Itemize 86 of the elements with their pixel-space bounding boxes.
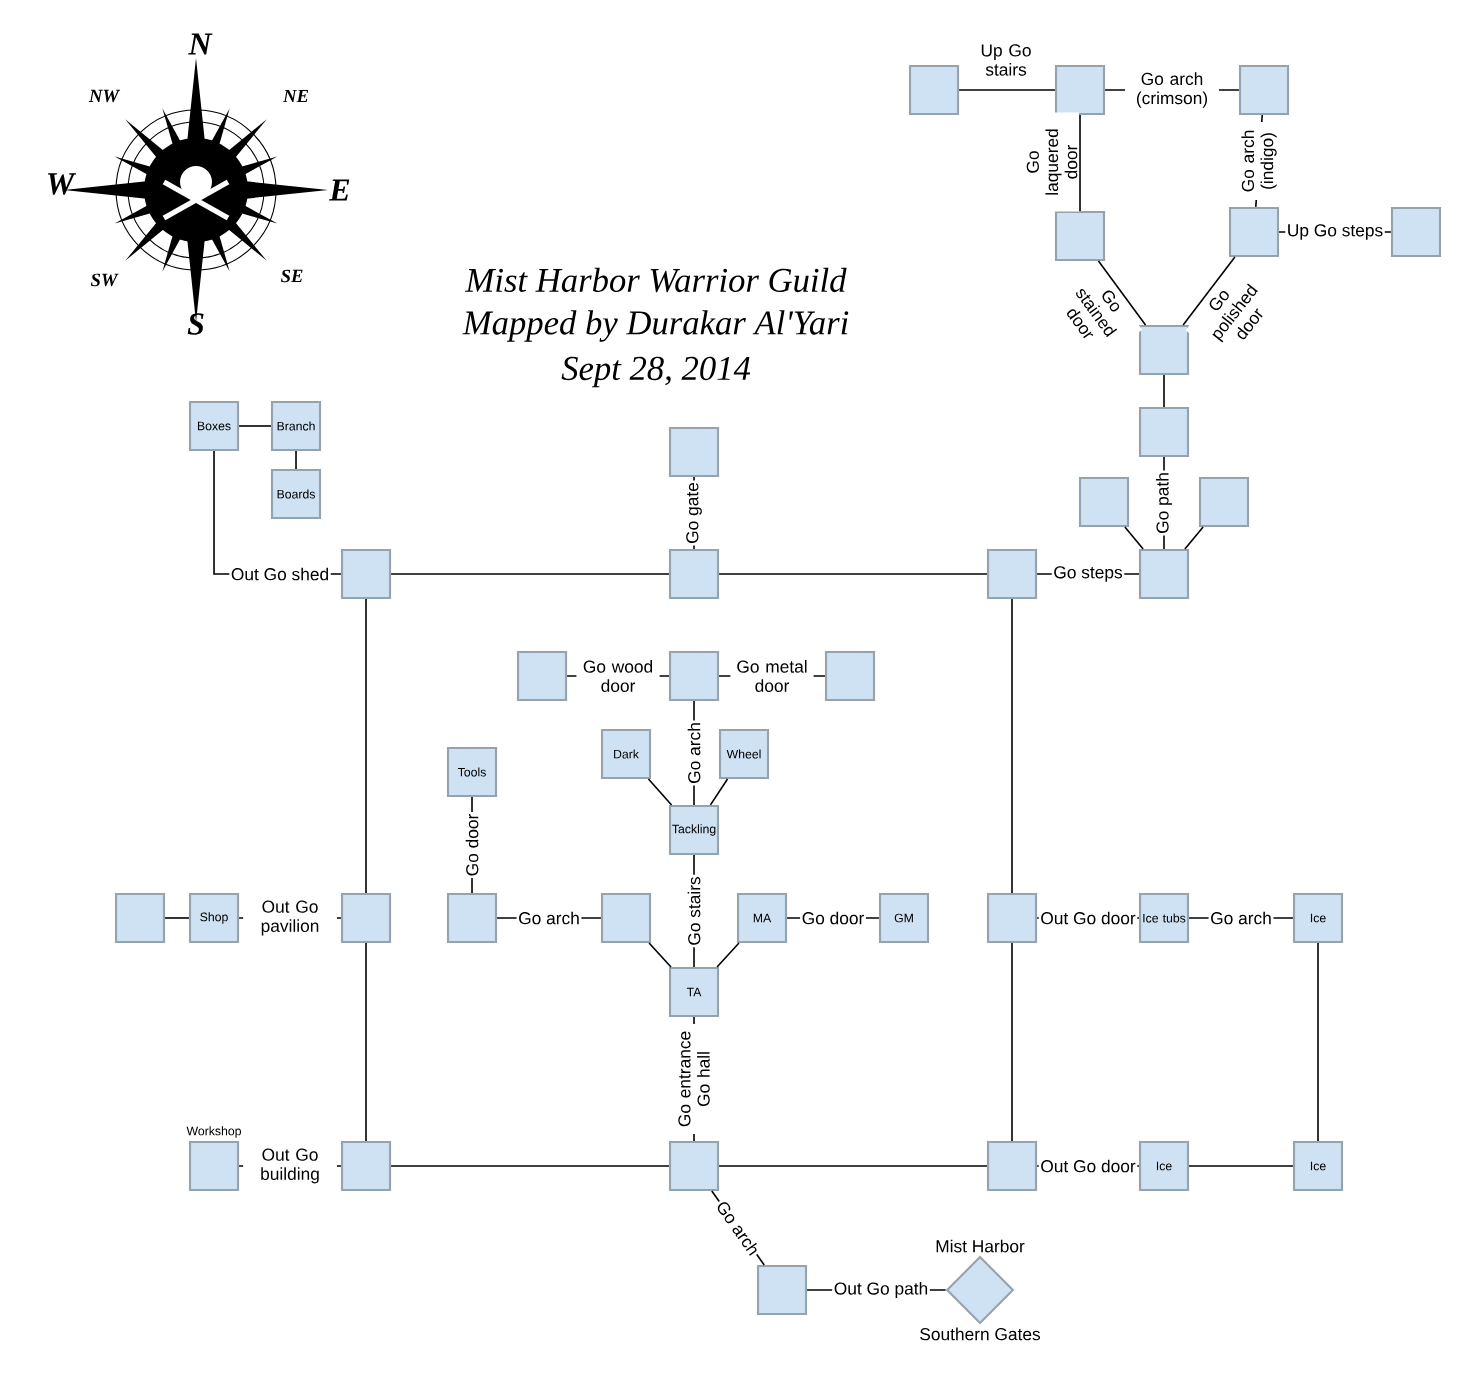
passage-line [958,89,1056,91]
edge-label: Out Go building [243,1146,337,1186]
room-box [668,548,720,600]
room-box [986,892,1038,944]
passage-line [1163,374,1165,408]
compass-letter: SW [90,273,119,287]
node-label: Mist Harbor [936,1239,1025,1253]
compass-letter: N [188,33,213,55]
passage-line [390,573,670,575]
room-box [1054,210,1106,262]
edge-label: Go path [1154,470,1174,536]
room-box [1054,64,1106,116]
room-box [340,1140,392,1192]
edge-label: Go steps [1051,564,1125,584]
passage-line [295,450,297,470]
room-box [114,892,166,944]
edge-label: Go arch (crimson) [1125,70,1219,110]
room-box [340,548,392,600]
room-box [986,548,1038,600]
room-box [516,650,568,702]
room-box [600,892,652,944]
room-box [1138,548,1190,600]
passage-line [647,778,673,806]
room-box [1238,64,1290,116]
compass-letter: SE [280,269,303,283]
passage-line [1079,114,1081,212]
compass-letter: NE [282,89,309,103]
passage-line [238,425,272,427]
passage-line [709,778,729,806]
room-box [1228,206,1280,258]
edge-label: Go arch [516,910,582,926]
room-box [1078,476,1130,528]
edge-label: Up Go steps [1285,222,1385,242]
passage-line [365,598,367,894]
node-label: Southern Gates [920,1327,1041,1341]
edge-label: Up Go stairs [964,42,1048,78]
edge-label: Go arch (indigo) [1239,122,1279,200]
map-date: Sept 28, 2014 [561,356,751,388]
room-box [1390,206,1442,258]
room-box [1138,324,1190,376]
edge-label: Go arch [686,720,702,786]
room-box [668,650,720,702]
room-box [446,892,498,944]
edge-label: Go metal door [730,658,814,694]
passage-line [1011,942,1013,1142]
compass-letter: W [48,173,77,195]
edge-label: Out Go door [1038,1158,1138,1174]
compass-letter: E [329,179,350,201]
passage-line [164,917,190,919]
room-box [908,64,960,116]
edge-label: Go wood door [576,658,660,694]
passage-line [1188,1165,1294,1167]
passage-line [1124,526,1144,550]
passage-line [1184,526,1204,550]
room-box [986,1140,1038,1192]
edge-label: Go stairs [686,874,702,948]
passage-line [718,573,988,575]
room-box [824,650,876,702]
room-box [340,892,392,944]
edge-label: Go laquered door [1025,112,1079,212]
passage-line [1097,260,1147,326]
map-title: Mist Harbor Warrior Guild [465,267,847,293]
compass-letter: NW [88,89,121,103]
passage-line [718,1165,988,1167]
edge-label: Out Go shed [229,566,331,582]
edge-label: Go entrance Go hall [676,1024,712,1134]
passage-line [1317,942,1319,1142]
passage-line [648,942,672,968]
passage-line [365,942,367,1142]
room-box [1138,406,1190,458]
edge-label: Go door [464,812,480,878]
edge-label: Out Go door [1038,910,1138,926]
edge-label: Out Go path [832,1280,930,1300]
room-box [756,1264,808,1316]
room-box [1198,476,1250,528]
compass-letter: S [187,313,204,335]
edge-label: Go door [800,910,866,926]
edge-label: Go arch [1208,910,1274,926]
passage-line [1182,256,1236,326]
passage-line [716,942,740,968]
room-box [668,426,720,478]
room-box [668,1140,720,1192]
passage-line [390,1165,670,1167]
map-author: Mapped by Durakar Al'Yari [462,310,849,342]
edge-label: Out Go pavilion [243,898,337,938]
passage-line [1011,598,1013,894]
